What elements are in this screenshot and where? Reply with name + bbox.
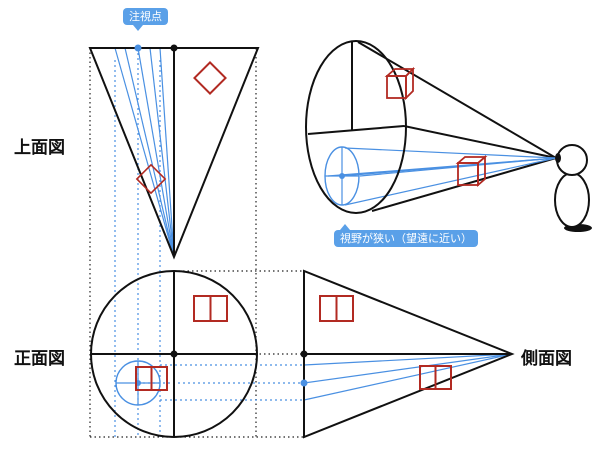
narrow-view-callout-tail — [340, 224, 350, 230]
perspective-base-ellipse — [305, 40, 407, 214]
side-view-object-upper — [319, 295, 354, 322]
focus-point-callout: 注視点 — [123, 8, 168, 31]
focus-point-callout-tail — [133, 25, 143, 31]
top-view-object-cube — [135, 163, 167, 195]
top-view-object-diamond — [193, 61, 227, 95]
focus-point-label: 注視点 — [129, 10, 162, 23]
side-view — [300, 269, 515, 439]
perspective-view — [305, 40, 592, 232]
perspective-cube-lower — [455, 155, 488, 187]
side-view-rays — [303, 353, 513, 401]
front-view-object-upper — [193, 295, 228, 322]
focus-point-dot — [134, 44, 142, 52]
top-view-center-dot — [170, 44, 178, 52]
side-view-focus-dot — [300, 379, 308, 387]
side-view-label: 側面図 — [521, 349, 572, 369]
perspective-focus-dot — [339, 173, 345, 179]
viewer-figure-icon — [554, 144, 592, 232]
viewer-eye-icon — [555, 153, 561, 163]
top-view-label: 上面図 — [14, 138, 65, 158]
narrow-view-label: 視野が狭い（望遠に近い） — [340, 232, 472, 245]
side-view-center-dot — [300, 350, 308, 358]
perspective-cube-upper — [384, 66, 416, 101]
side-view-object-lower — [419, 365, 452, 390]
top-view — [88, 44, 260, 260]
top-view-rays — [114, 47, 175, 258]
narrow-view-callout: 視野が狭い（望遠に近い） — [334, 224, 478, 247]
projection-guides — [89, 48, 304, 438]
front-view-label: 正面図 — [14, 349, 65, 369]
perspective-rays — [327, 147, 557, 206]
front-view-center-dot — [170, 350, 178, 358]
front-view-object-lower — [135, 366, 168, 391]
front-view — [90, 270, 258, 438]
